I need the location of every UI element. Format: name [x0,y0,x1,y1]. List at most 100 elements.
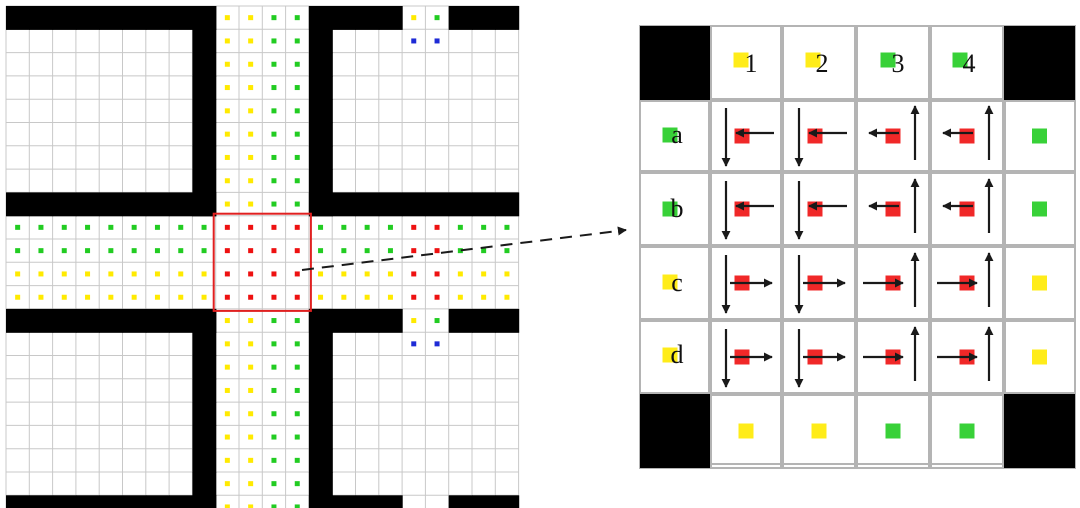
wall-cell [308,378,333,403]
wall-cell [308,99,333,124]
wall-cell [75,308,100,333]
yellow-marker [364,271,370,277]
blue-marker [411,38,417,44]
red-marker [959,128,975,144]
blue-marker [434,341,440,347]
wall-cell [6,192,30,217]
wall-cell [192,6,217,30]
red-marker [294,248,300,254]
wall-cell [145,308,170,333]
wall-cell [378,495,403,508]
wall-cell [308,332,333,357]
red-marker [224,224,230,230]
yellow-marker [1032,275,1047,291]
wall-cell [192,29,217,54]
yellow-marker [248,108,254,114]
wall-cell [425,192,450,217]
yellow-marker [248,481,254,487]
green-marker [271,61,277,67]
yellow-marker [805,52,821,68]
green-marker [294,15,300,21]
wall-cell [495,192,520,217]
red-marker [248,271,254,277]
wall-cell [332,192,357,217]
red-marker [294,271,300,277]
green-marker [271,364,277,370]
red-marker [411,224,417,230]
wall-cell [472,192,496,217]
zoom-wall-cell [640,394,710,468]
yellow-marker [248,434,254,440]
wall-cell [378,192,403,217]
green-marker [318,248,324,254]
wall-cell [192,495,217,508]
wall-cell [192,332,217,357]
zoom-wall-cell [640,26,710,100]
red-marker [271,271,277,277]
wall-cell [169,6,193,30]
green-marker [364,248,370,254]
green-marker [271,318,277,324]
column-label-3: 3 [892,49,905,78]
wall-cell [29,192,54,217]
yellow-marker [224,38,230,44]
yellow-marker [341,271,347,277]
green-marker [294,457,300,463]
wall-cell [192,355,217,380]
row-label-c: c [671,268,683,297]
wall-cell [29,495,54,508]
red-marker [294,294,300,300]
red-marker [224,294,230,300]
green-marker [662,201,678,217]
green-marker [271,154,277,160]
yellow-marker [248,364,254,370]
wall-cell [308,145,333,170]
yellow-marker [224,364,230,370]
wall-cell [75,192,100,217]
green-marker [271,341,277,347]
wall-cell [402,192,426,217]
wall-cell [52,495,77,508]
green-marker [271,411,277,417]
wall-cell [355,192,380,217]
wall-cell [472,308,496,333]
green-marker [504,248,510,254]
green-marker [178,224,184,230]
zoom-wall-cell [1004,394,1075,468]
wall-cell [6,6,30,30]
wall-cell [308,75,333,100]
wall-cell [448,192,473,217]
green-marker [201,248,207,254]
wall-cell [448,308,473,333]
yellow-marker [318,271,324,277]
red-marker [248,294,254,300]
wall-cell [52,192,77,217]
green-marker [1032,128,1047,144]
green-marker [457,248,463,254]
wall-cell [308,402,333,426]
yellow-marker [61,294,67,300]
wall-cell [332,495,357,508]
yellow-marker [411,318,417,324]
yellow-marker [341,294,347,300]
green-marker [271,15,277,21]
green-marker [38,248,44,254]
wall-cell [332,308,357,333]
yellow-marker [201,271,207,277]
yellow-marker [224,15,230,21]
yellow-marker [224,131,230,137]
green-marker [387,248,393,254]
wall-cell [122,308,147,333]
wall-cell [75,6,100,30]
green-marker [294,154,300,160]
green-marker [15,224,21,230]
blue-marker [411,341,417,347]
wall-cell [192,122,217,147]
wall-cell [99,192,124,217]
column-label-4: 4 [963,49,976,78]
green-marker [294,85,300,91]
green-marker [294,108,300,114]
green-marker [341,224,347,230]
yellow-marker [224,387,230,393]
wall-cell [192,145,217,170]
